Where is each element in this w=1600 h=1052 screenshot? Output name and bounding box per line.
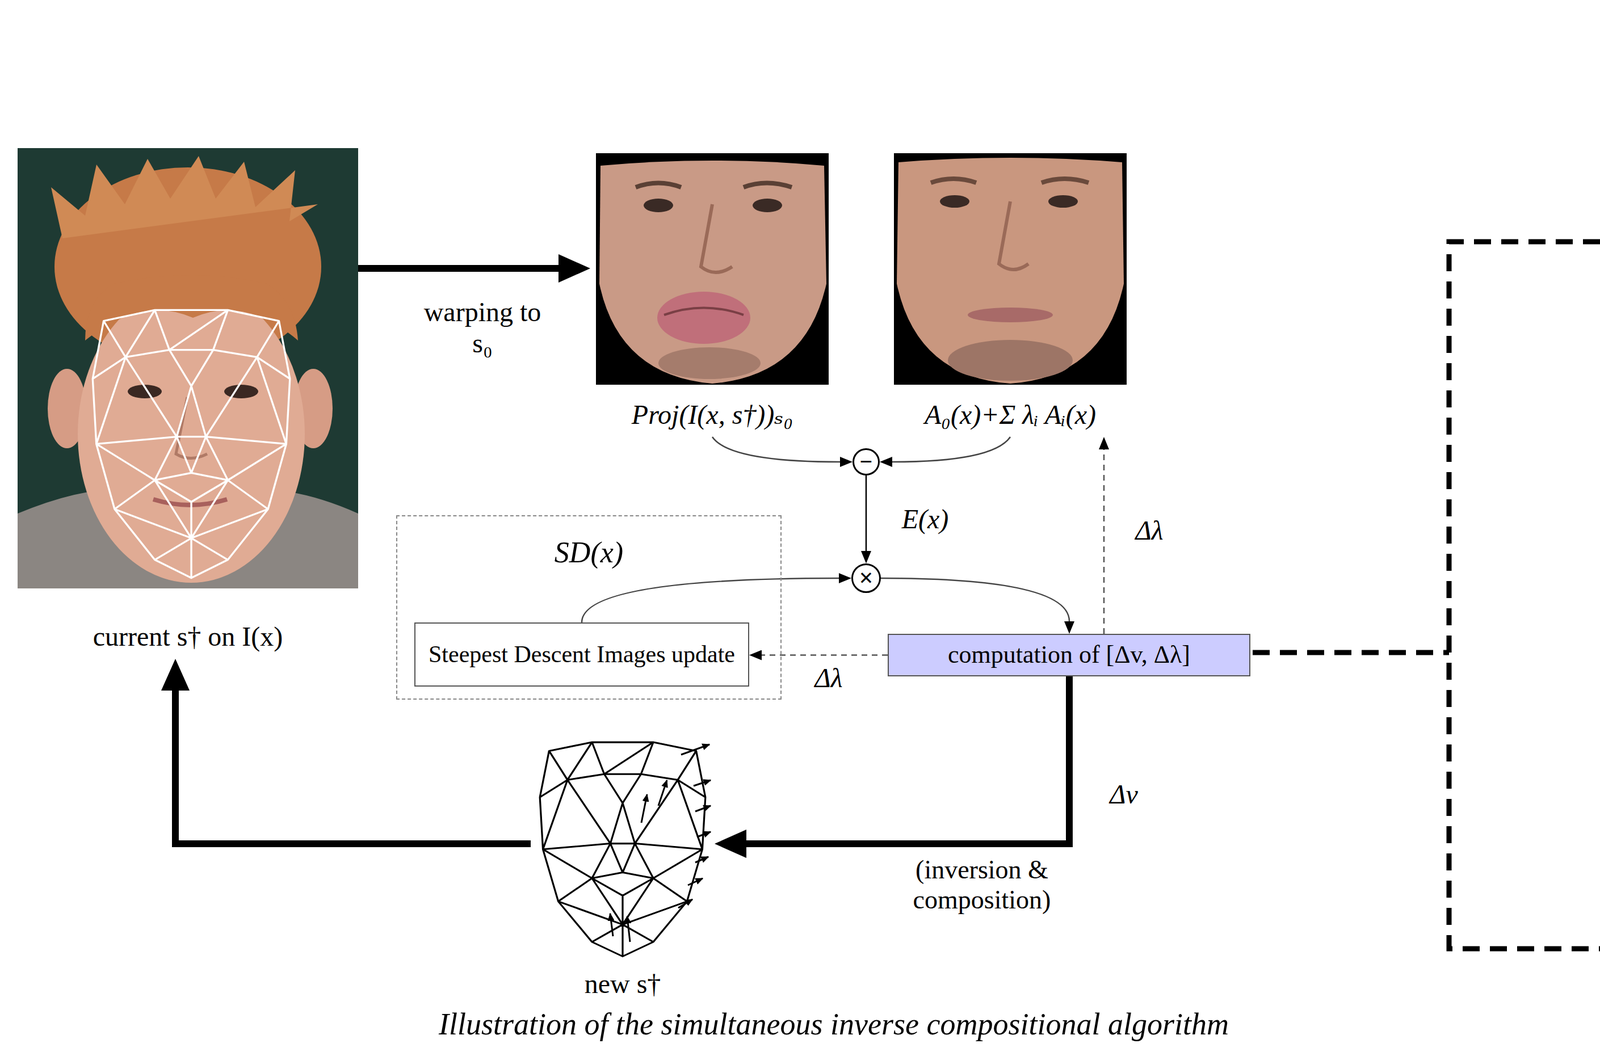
edge-label: warping to s₀ <box>408 295 557 360</box>
warped-face <box>595 153 829 385</box>
connector-arrow <box>712 437 841 463</box>
image-caption: new s† <box>584 968 662 1000</box>
connector-arrow <box>581 578 839 623</box>
dashed-bracket <box>1252 241 1600 949</box>
connector-arrow <box>175 690 531 844</box>
operator-circle: × <box>851 563 881 594</box>
face-photo <box>17 148 359 589</box>
edge-label: E(x) <box>888 502 963 536</box>
image-caption: A₀(x)+Σ λᵢ Aᵢ(x) <box>924 399 1096 431</box>
photo-node: current s† on I(x) <box>17 148 359 659</box>
group-box: SD(x) Steepest Descent Images update <box>396 515 782 700</box>
edge-label: Δλ <box>800 661 858 695</box>
edge-label: Δv <box>1092 777 1156 812</box>
connector-arrow <box>865 475 868 552</box>
node-text: × <box>858 565 873 591</box>
image-caption: Proj(I(x, s†))ₛ₀ <box>631 399 793 431</box>
image-node: A₀(x)+Σ λᵢ Aᵢ(x) <box>882 153 1138 438</box>
connector-arrow <box>892 437 1011 463</box>
new-mesh <box>539 742 711 957</box>
figure-caption: Illustration of the simultaneous inverse… <box>266 1005 1402 1044</box>
image-caption: current s† on I(x) <box>93 620 284 653</box>
note-label: (inversion & composition) <box>885 854 1079 917</box>
operator-circle: − <box>852 448 880 476</box>
connector-arrow <box>880 578 1070 622</box>
process-box: Steepest Descent Images update <box>414 622 750 687</box>
process-box: computation of [Δv, Δλ] <box>887 633 1251 677</box>
appearance-face <box>893 153 1127 385</box>
node-text: − <box>859 450 873 474</box>
node-text: Steepest Descent Images update <box>428 640 736 669</box>
edge-label: Δλ <box>1120 513 1178 548</box>
mesh-node: new s† <box>530 739 715 1007</box>
node-text: computation of [Δv, Δλ] <box>947 640 1191 670</box>
connector-arrow <box>746 676 1070 844</box>
group-heading: SD(x) <box>397 535 781 570</box>
connector-arrow <box>358 265 559 272</box>
image-node: Proj(I(x, s†))ₛ₀ <box>590 153 835 438</box>
connector-arrow <box>1103 449 1106 634</box>
